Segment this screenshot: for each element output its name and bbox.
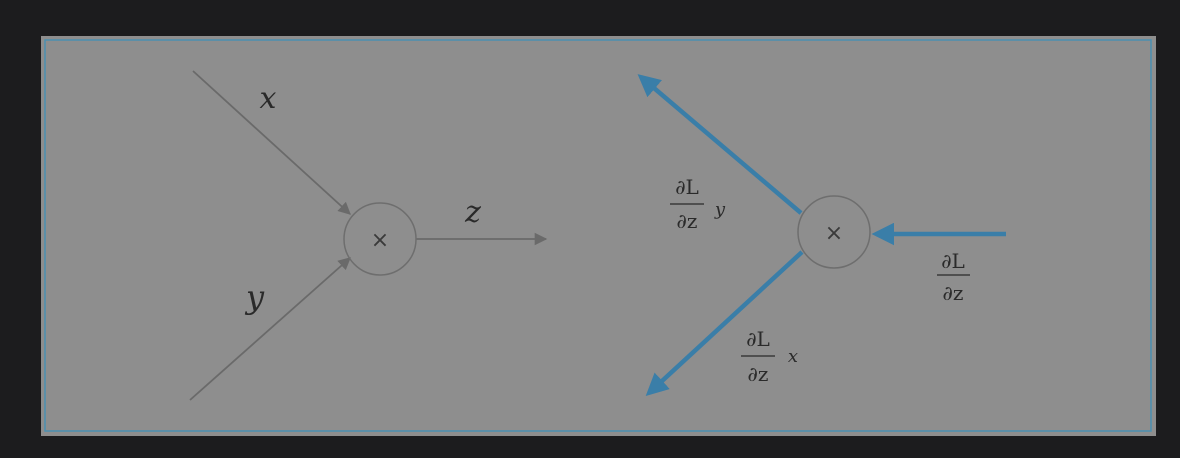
grad-x-numerator: ∂L <box>746 327 770 351</box>
input-x-edge <box>192 70 351 215</box>
gradient-to-y-edge <box>637 74 803 215</box>
gradient-to-x-edge <box>645 250 804 397</box>
multiply-symbol-backward: × <box>825 221 843 246</box>
upstream-grad-numerator: ∂L <box>941 249 965 273</box>
upstream-grad-denominator: ∂z <box>943 281 964 305</box>
input-y-edge <box>189 257 351 401</box>
grad-y-numerator: ∂L <box>675 175 699 199</box>
multiply-symbol: × <box>371 228 389 253</box>
upstream-gradient-label: ∂L ∂z <box>937 249 970 305</box>
forward-pass: × x y z <box>189 70 548 401</box>
output-z-label: z <box>464 195 481 230</box>
grad-y-factor: y <box>714 199 726 220</box>
gradient-to-x-label: ∂L ∂z x <box>741 327 798 386</box>
grad-x-denominator: ∂z <box>748 362 769 386</box>
input-y-label: y <box>244 278 265 316</box>
input-x-label: x <box>260 81 277 116</box>
diagram-panel-border <box>44 39 1152 432</box>
grad-x-factor: x <box>788 346 798 367</box>
backward-pass: × ∂L ∂z ∂L ∂z y ∂L ∂z x <box>637 74 1006 397</box>
grad-y-denominator: ∂z <box>677 209 698 233</box>
multiply-node-backward <box>797 195 871 269</box>
gradient-to-y-label: ∂L ∂z y <box>670 175 726 233</box>
multiply-node <box>343 202 417 276</box>
